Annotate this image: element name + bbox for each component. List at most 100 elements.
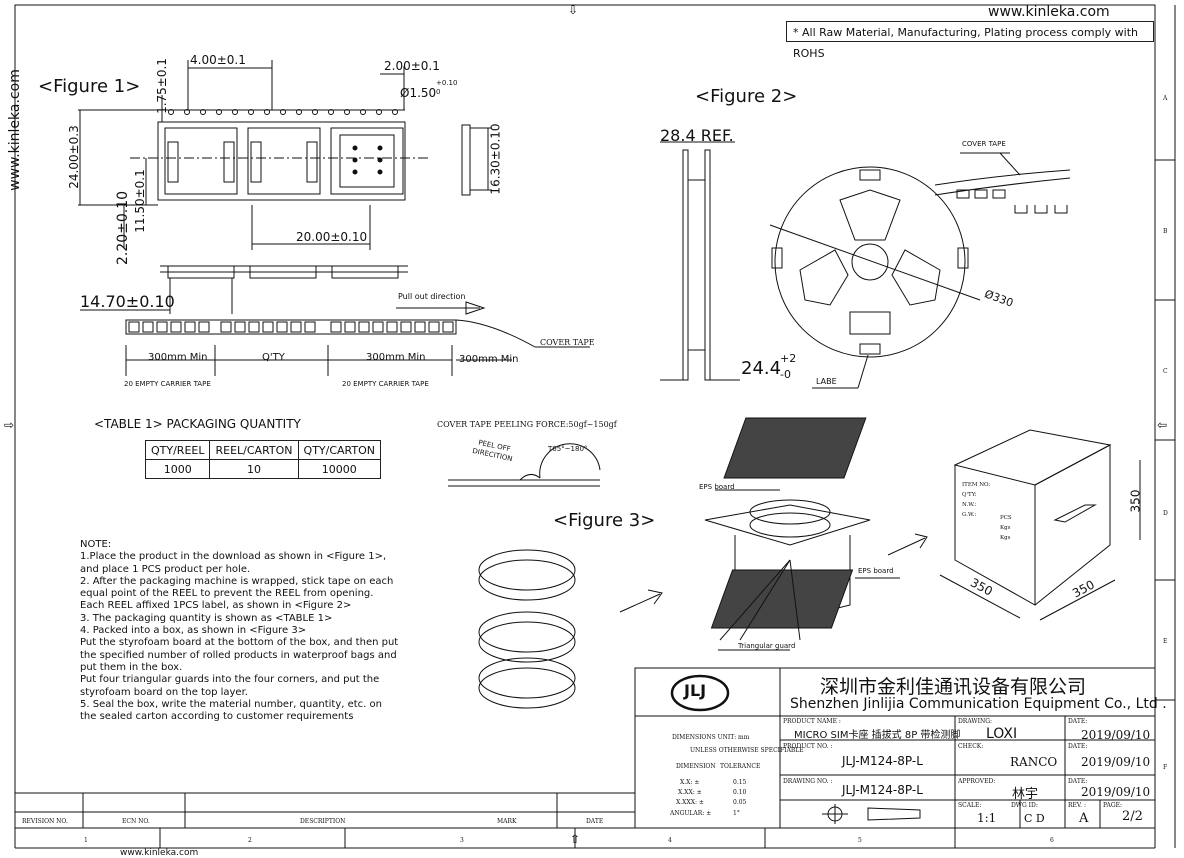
eps-board-top: EPS board (699, 483, 735, 491)
product-name-label: PRODUCT NAME : (783, 718, 841, 725)
dim-reel-plus: +2 (780, 352, 797, 365)
company-logo: JLJ (684, 681, 707, 700)
box-unit-kg1: Kgs (1000, 525, 1011, 531)
note-line: Put four triangular guards into the four… (80, 674, 380, 698)
reel-label: LABE (816, 377, 837, 386)
tol-value: 0.10 (733, 789, 747, 796)
grid-row: D (1163, 510, 1168, 517)
dim-hole-offset: 2.00±0.1 (384, 59, 440, 73)
tol-value: 0.15 (733, 779, 747, 786)
unless-specified: UNLESS OTHERWISE SPECIFIABLE (690, 747, 804, 754)
date-header: DATE (586, 818, 604, 825)
tol-value: 1° (733, 810, 740, 817)
table-header: QTY/CARTON (297, 440, 382, 460)
box-label-gw: G.W.: (962, 512, 977, 518)
table-cell: 10000 (297, 459, 382, 479)
dim-height: 16.30±0.10 (488, 123, 503, 195)
dim-reel-minus: -0 (780, 368, 791, 381)
min-300-c: 300mm Min (459, 354, 519, 365)
figure-3-label: <Figure 3> (553, 510, 656, 531)
box-label-nw: N.W.: (962, 502, 977, 508)
box-label-item: ITEM NO: (962, 482, 991, 488)
dim-hole-dia: Ø1.50 (400, 86, 437, 100)
dim-ref: 28.4 REF. (660, 126, 734, 145)
revision: A (1079, 811, 1089, 826)
reel-cover-tape: COVER TAPE (962, 140, 1006, 148)
drawing-label: DRAWING: (958, 718, 993, 725)
table-header-row: QTY/REEL REEL/CARTON QTY/CARTON (144, 440, 382, 460)
box-unit-kg2: Kgs (1000, 535, 1011, 541)
tol-label: X.XXX: ± (676, 799, 704, 806)
website-header[interactable]: www.kinleka.com (988, 4, 1110, 20)
table-header: QTY/REEL (144, 440, 211, 460)
dim-depth: 2.20±0.10 (115, 190, 132, 266)
grid-col: 2 (248, 837, 252, 844)
packaging-table: QTY/REEL REEL/CARTON QTY/CARTON 1000 10 … (144, 440, 382, 479)
tol-label: X.XX: ± (678, 789, 702, 796)
date-label: DATE: (1068, 743, 1088, 750)
note-title: NOTE: (80, 539, 112, 550)
pull-direction: Pull out direction (398, 292, 466, 301)
table-header: REEL/CARTON (209, 440, 299, 460)
peel-force: COVER TAPE PEELING FORCE:50gf~150gf (437, 420, 617, 429)
box-label-qty: Q'TY: (962, 492, 977, 498)
triangular-guard: Triangular guard (738, 642, 796, 650)
drawing-no-label: DRAWING NO. : (783, 778, 833, 785)
dimensions-unit: DIMENSIONS UNIT: mm (672, 734, 750, 741)
grid-row: A (1163, 95, 1168, 102)
dim-hole-tol-plus: +0.10 (436, 79, 458, 87)
grid-row: C (1163, 368, 1168, 375)
revision-no-header: REVISION NO. (22, 818, 68, 825)
dimension-header: DIMENSION (676, 763, 716, 770)
grid-col: 4 (668, 837, 672, 844)
page-number: 2/2 (1122, 809, 1143, 824)
ecn-no-header: ECN NO. (122, 818, 150, 825)
tol-label: X.X: ± (680, 779, 700, 786)
tol-label: ANGULAR: ± (670, 810, 712, 817)
checked-by: RANCO (1010, 755, 1058, 769)
arrow-down-icon: ⇩ (568, 3, 579, 17)
product-name: MICRO SIM卡座 插拔式 8P 带检测脚 (794, 730, 961, 741)
dim-edge: 1.75±0.1 (154, 58, 169, 114)
note-line: Put the styrofoam board at the bottom of… (80, 637, 399, 673)
notes: NOTE: 1.Place the product in the downloa… (80, 539, 400, 723)
note-line: 2. After the packaging machine is wrappe… (80, 575, 394, 600)
figure-2-label: <Figure 2> (695, 86, 798, 107)
scale-label: SCALE: (958, 802, 982, 809)
table-row: 1000 10 10000 (144, 459, 382, 479)
rohs-note: * All Raw Material, Manufacturing, Plati… (786, 21, 1154, 60)
approved-label: APPROVED: (958, 778, 996, 785)
product-no: JLJ-M124-8P-L (842, 754, 923, 768)
dwg-id-label: DWG ID: (1011, 802, 1038, 809)
box-unit-pcs: PCS (1000, 515, 1012, 521)
website-footer[interactable]: www.kinleka.com (120, 848, 199, 858)
dim-pocket: 20.00±0.10 (296, 230, 368, 244)
peel-angle: T65°~180° (548, 445, 588, 453)
dim-pitch: 4.00±0.1 (190, 53, 246, 67)
dim-center: 11.50±0.1 (132, 169, 147, 233)
dim-hole-tol-minus: 0 (436, 88, 441, 96)
note-line: 1.Place the product in the download as s… (80, 551, 387, 575)
product-no-label: PRODUCT NO. : (783, 743, 833, 750)
qty-label: Q'TY (262, 352, 285, 363)
arrow-up-icon: ⇧ (570, 832, 581, 846)
cover-tape-label: COVER TAPE (540, 338, 595, 347)
tol-value: 0.05 (733, 799, 747, 806)
note-line: 4. Packed into a box, as shown in <Figur… (80, 625, 307, 637)
date-label: DATE: (1068, 778, 1088, 785)
table-cell: 1000 (144, 459, 211, 479)
drawing-no: JLJ-M124-8P-L (842, 783, 923, 797)
approved-by: 林宇 (1012, 787, 1039, 802)
grid-col: 5 (858, 837, 862, 844)
grid-row: F (1163, 764, 1168, 771)
date-label: DATE: (1068, 718, 1088, 725)
drawing-by: LOXI (986, 726, 1018, 742)
rev-label: REV. : (1068, 802, 1087, 809)
dwg-id: C D (1024, 812, 1045, 825)
figure-1-label: <Figure 1> (38, 76, 141, 97)
min-300-b: 300mm Min (366, 352, 426, 363)
company-name-en: Shenzhen Jinlijia Communication Equipmen… (790, 696, 1167, 712)
scale: 1:1 (977, 811, 997, 825)
arrow-right-icon: ⇨ (4, 418, 15, 432)
